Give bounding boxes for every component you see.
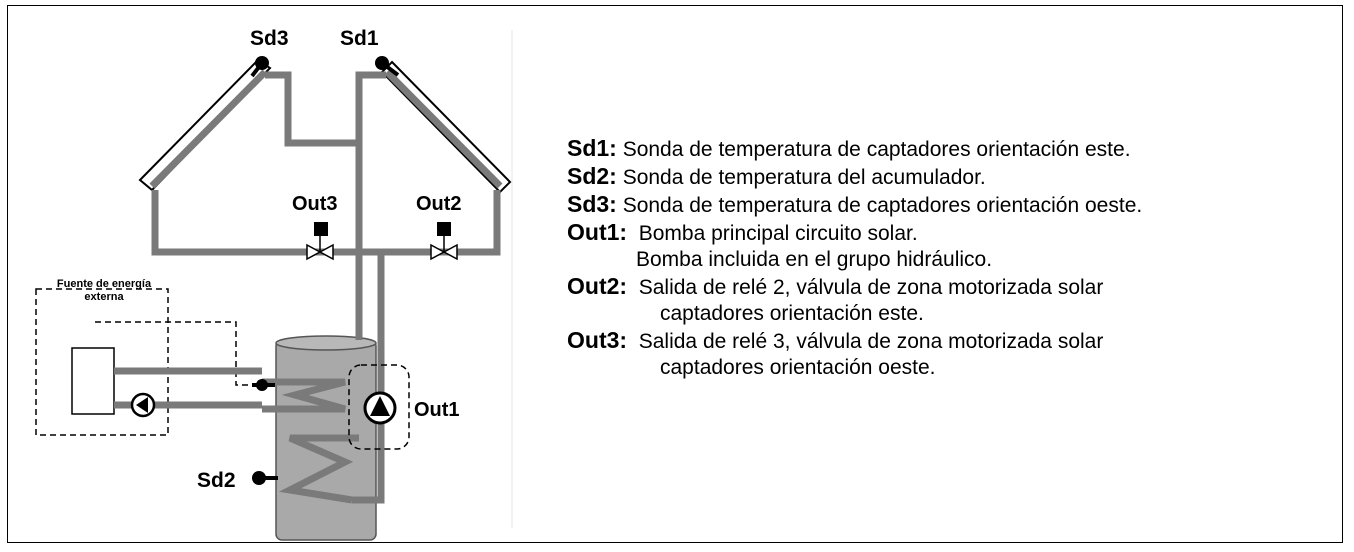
legend-text: captadores orientación este. [660,302,924,325]
legend-text: Bomba principal circuito solar. [638,222,918,245]
legend-text: Sonda de temperatura del acumulador. [622,166,986,189]
legend-item-sd1: Sd1: Sonda de temperatura de captadores … [567,135,1347,163]
sensor-sd1-icon [375,56,400,77]
legend-text: Sonda de temperatura de captadores orien… [622,138,1131,161]
label-out1: Out1 [414,399,460,421]
label-sd2: Sd2 [197,469,236,492]
legend-item-sd2: Sd2: Sonda de temperatura del acumulador… [567,163,1347,191]
legend-item-sd3: Sd3: Sonda de temperatura de captadores … [567,191,1347,219]
legend-text: Salida de relé 2, válvula de zona motori… [638,276,1104,299]
pump-group-out1 [348,364,410,450]
sensor-sd3-icon [250,56,269,78]
legend-item-out2: Out2: Salida de relé 2, válvula de zona … [567,273,1347,327]
legend-key: Out1: [567,219,628,245]
legend-item-out1: Out1: Bomba principal circuito solar. Bom… [567,219,1347,273]
legend-text: Sonda de temperatura de captadores orien… [622,194,1143,217]
legend-key: Out2: [567,273,628,299]
label-out3: Out3 [292,193,338,215]
label-sd3: Sd3 [250,27,289,50]
legend-text: captadores orientación oeste. [660,356,936,379]
legend-key: Sd3: [567,191,617,217]
external-source-circuit [35,288,275,436]
legend-key: Out3: [567,327,628,353]
legend-key: Sd2: [567,163,617,189]
label-out2: Out2 [416,193,462,215]
legend-text: Salida de relé 3, válvula de zona motori… [638,330,1104,353]
sensor-sd2-icon [252,471,278,485]
legend-item-out3: Out3: Salida de relé 3, válvula de zona … [567,327,1347,381]
label-external-source-1: Fuente de energía [57,278,152,290]
coil-upper [262,378,346,413]
collector-west [138,58,272,192]
valve-out3-icon [306,222,334,261]
collector-east [380,60,512,194]
legend: Sd1: Sonda de temperatura de captadores … [567,135,1347,381]
legend-key: Sd1: [567,135,617,161]
label-sd1: Sd1 [340,27,379,50]
valve-out2-icon [430,222,458,261]
legend-text: Bomba incluida en el grupo hidráulico. [636,248,993,271]
label-external-source-2: externa [84,291,124,303]
coil-lower [278,434,359,504]
external-pump-icon [130,392,156,418]
